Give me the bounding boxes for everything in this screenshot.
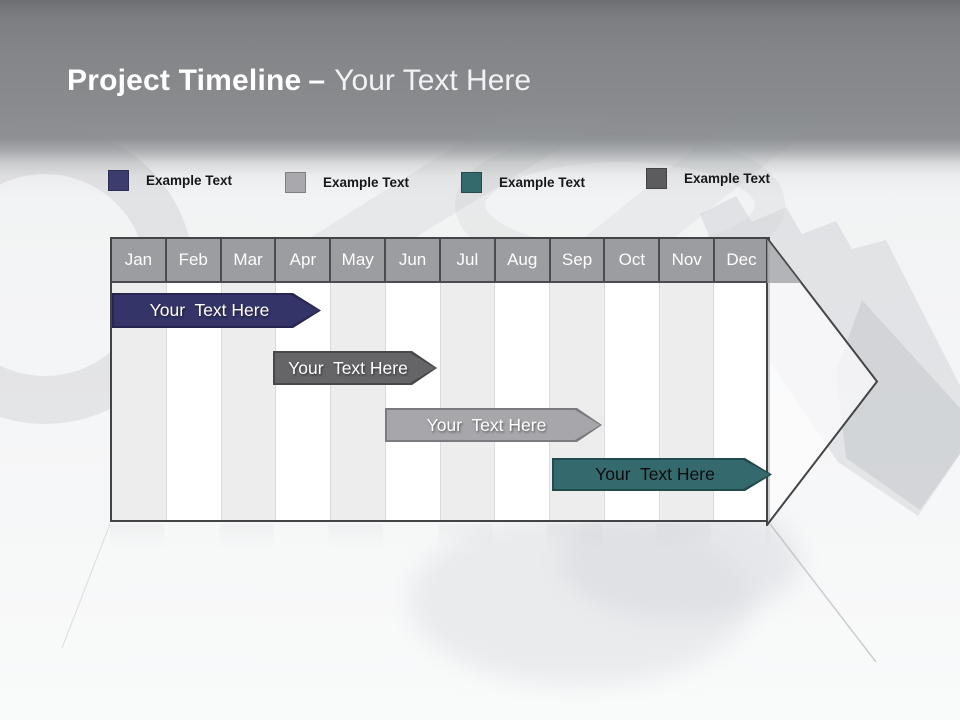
- timeline-bar-3[interactable]: Your Text Here: [385, 408, 602, 442]
- decor-reflected-tip-line: [769, 523, 877, 663]
- month-header-row: Jan Feb Mar Apr May Jun Jul Aug Sep Oct …: [112, 239, 768, 283]
- month-cell-jul: Jul: [441, 239, 496, 281]
- bar-fill: [275, 353, 435, 383]
- title-placeholder: Your Text Here: [334, 64, 532, 97]
- arrow-tip-shape: [766, 237, 879, 526]
- decor-reflected-line: [61, 523, 111, 649]
- month-cell-sep: Sep: [551, 239, 606, 281]
- month-column-stripe: [495, 283, 550, 520]
- page-title[interactable]: Project Timeline–Your Text Here: [67, 60, 531, 102]
- month-cell-feb: Feb: [167, 239, 222, 281]
- bar-label: Your Text Here: [288, 357, 408, 378]
- month-cell-dec: Dec: [726, 250, 757, 269]
- legend-swatch-teal: [461, 172, 482, 193]
- month-cell-nov: Nov: [660, 239, 716, 281]
- legend-item-2[interactable]: Example Text: [285, 172, 409, 193]
- timeline-arrow-tip: [766, 237, 879, 526]
- bar-fill: [554, 460, 770, 489]
- legend-label: Example Text: [499, 175, 586, 190]
- bar-label: Your Text Here: [426, 414, 547, 435]
- title-separator: –: [308, 64, 326, 97]
- month-cell-oct: Oct: [605, 239, 661, 281]
- month-cell-aug: Aug: [496, 239, 551, 281]
- month-column-stripe: [331, 283, 386, 520]
- legend-item-4[interactable]: Example Text: [646, 168, 770, 189]
- table-reflection: [110, 524, 770, 548]
- month-cell-mar: Mar: [222, 239, 277, 281]
- bar-fill: [114, 295, 319, 326]
- timeline-body: Your Text Here Your Text Here Your Text …: [112, 283, 768, 520]
- timeline-table[interactable]: Jan Feb Mar Apr May Jun Jul Aug Sep Oct …: [110, 237, 879, 526]
- month-cell-may: May: [331, 239, 387, 281]
- bar-label: Your Text Here: [149, 300, 270, 320]
- legend-item-3[interactable]: Example Text: [461, 172, 585, 193]
- legend-swatch-navy: [108, 170, 129, 191]
- legend-swatch-gray: [646, 168, 667, 189]
- timeline-bar-2[interactable]: Your Text Here: [273, 351, 437, 385]
- month-column-stripe: [440, 283, 496, 520]
- legend-label: Example Text: [323, 175, 410, 190]
- legend-label: Example Text: [684, 171, 771, 186]
- bar-label: Your Text Here: [595, 464, 715, 484]
- title-main: Project Timeline: [67, 64, 302, 97]
- legend-label: Example Text: [146, 173, 233, 188]
- month-cell-apr: Apr: [276, 239, 332, 281]
- timeline-bar-4[interactable]: Your Text Here: [552, 458, 772, 491]
- legend-swatch-silver: [285, 172, 306, 193]
- month-cell-jan: Jan: [112, 239, 167, 281]
- month-cell-jun: Jun: [386, 239, 441, 281]
- arrow-tip-header-band: [767, 239, 801, 283]
- timeline-bar-1[interactable]: Your Text Here: [112, 293, 321, 328]
- legend-item-1[interactable]: Example Text: [108, 170, 232, 191]
- bar-fill: [387, 410, 600, 440]
- month-column-stripe: [385, 283, 441, 520]
